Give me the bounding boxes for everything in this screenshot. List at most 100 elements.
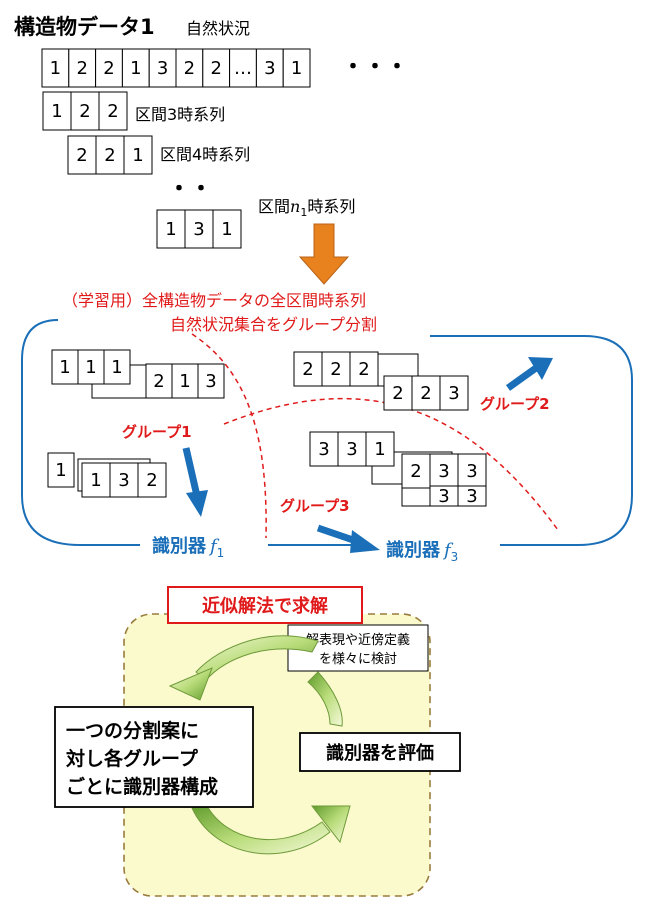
natural-sequence-cell xyxy=(41,48,70,88)
interval4-cell-value: 2 xyxy=(104,145,115,166)
group2-label: グループ2 xyxy=(480,395,550,413)
arrow-to-group2-icon xyxy=(505,357,553,391)
group2-a-cell xyxy=(293,351,323,387)
group1-b-cell-value: 1 xyxy=(179,371,190,392)
group3-b-cell xyxy=(457,453,487,489)
group1-c-cell xyxy=(137,462,167,498)
group2-a-cell xyxy=(349,351,379,387)
natural-sequence-cell-value: 2 xyxy=(103,58,114,79)
step-construct-line1: 一つの分割案に xyxy=(66,719,199,742)
group1-a-cell xyxy=(51,349,79,385)
group2-b-cell-value: 2 xyxy=(420,383,431,404)
natural-sequence-cell-value: … xyxy=(234,58,252,79)
interval-n-cell-value: 3 xyxy=(193,219,204,240)
note-line1: 解表現や近傍定義 xyxy=(306,632,410,648)
down-arrow-icon xyxy=(298,223,350,285)
interval-n-cell xyxy=(156,209,186,249)
natural-sequence-cell xyxy=(148,48,177,88)
group3-a-cell xyxy=(365,431,395,467)
interval3-label: 区間3時系列 xyxy=(135,105,225,124)
group1-sequence-c-back: 1 xyxy=(47,452,75,488)
group2-b-cell-value: 2 xyxy=(392,383,403,404)
group3-a-cell xyxy=(309,431,339,467)
natural-sequence-cell xyxy=(255,48,284,88)
group2-a-cell-value: 2 xyxy=(330,359,341,380)
cycle-arrow-bottom-icon xyxy=(191,803,351,855)
group1-a-cell xyxy=(103,349,131,385)
step-construct-box xyxy=(54,706,254,808)
group1-a-cell-value: 1 xyxy=(59,357,70,378)
natural-sequence-cell-value: 3 xyxy=(264,58,275,79)
approx-title-box xyxy=(167,586,363,624)
group1-a-cell-value: 1 xyxy=(111,357,122,378)
group1-a-cell-value: 1 xyxy=(85,357,96,378)
group2-a-cell-value: 2 xyxy=(358,359,369,380)
step-evaluate-box xyxy=(299,732,461,772)
arrow-to-classifier3-icon xyxy=(316,524,380,553)
arrow-to-classifier1-icon xyxy=(182,447,208,517)
group1-b-cell-value: 3 xyxy=(205,371,216,392)
group3-b-cell-value: 3 xyxy=(438,461,449,482)
horizontal-ellipsis: ・・・ xyxy=(342,55,408,80)
natural-sequence-cell-value: 2 xyxy=(210,58,221,79)
step-construct-line3: ごとに識別器構成 xyxy=(66,775,218,798)
cycle-arrow-right-icon xyxy=(307,671,343,727)
natural-sequence-cell xyxy=(95,48,123,88)
group3-b-cell-value: 3 xyxy=(466,461,477,482)
group2-b-cell-value: 3 xyxy=(448,383,459,404)
natural-sequence-cell xyxy=(68,48,97,88)
group1-c-cell-value: 1 xyxy=(90,470,101,491)
group3-b-cell-value: 2 xyxy=(410,461,421,482)
group2-a-cell-value: 2 xyxy=(302,359,313,380)
interval4-label: 区間4時系列 xyxy=(160,145,250,164)
interval3-cell-value: 1 xyxy=(51,101,62,122)
group3-b-under-cell-value: 3 xyxy=(466,486,477,507)
note-line2: を様々に検討 xyxy=(319,651,397,667)
interval3-cell-value: 2 xyxy=(79,101,90,122)
interval3-cell xyxy=(98,91,128,131)
interval4-cell xyxy=(123,135,153,175)
natural-sequence-cell xyxy=(229,48,257,88)
group3-label: グループ3 xyxy=(280,497,350,515)
natural-sequence-cell-value: 1 xyxy=(130,58,141,79)
natural-sequence-cell-value: 2 xyxy=(76,58,87,79)
vertical-ellipsis: ・・ xyxy=(168,177,212,202)
interval-n-cell-value: 1 xyxy=(221,219,232,240)
approx-title: 近似解法で求解 xyxy=(202,595,328,617)
interval-n-cell-value: 1 xyxy=(165,219,176,240)
group2-b-cell xyxy=(383,375,413,411)
natural-sequence-cell-value: 2 xyxy=(184,58,195,79)
natural-sequence-cell-value: 1 xyxy=(291,58,302,79)
group3-b-cell xyxy=(401,453,431,489)
group1-label: グループ1 xyxy=(122,423,192,441)
natural-sequence-cell-value: 1 xyxy=(50,58,61,79)
interval4-cell-value: 1 xyxy=(132,145,143,166)
grouping-caption-line2: 自然状況集合をグループ分割 xyxy=(170,315,377,334)
interval-n-cell xyxy=(212,209,242,249)
diagram-title: 構造物データ1 xyxy=(14,15,155,39)
group3-a-cell-value: 3 xyxy=(318,439,329,460)
group2-b-cell xyxy=(411,375,441,411)
grouping-caption-line1: （学習用）全構造物データの全区間時系列 xyxy=(62,291,366,310)
natural-sequence-cell xyxy=(175,48,204,88)
cycle-arrow-top-icon xyxy=(168,635,319,701)
group1-b-cell xyxy=(197,363,225,399)
group1-c-cell-value: 2 xyxy=(146,470,157,491)
group2-b-cell xyxy=(439,375,469,411)
group3-a-cell-value: 3 xyxy=(346,439,357,460)
natural-sequence-cell xyxy=(202,48,231,88)
interval4-cell-value: 2 xyxy=(76,145,87,166)
